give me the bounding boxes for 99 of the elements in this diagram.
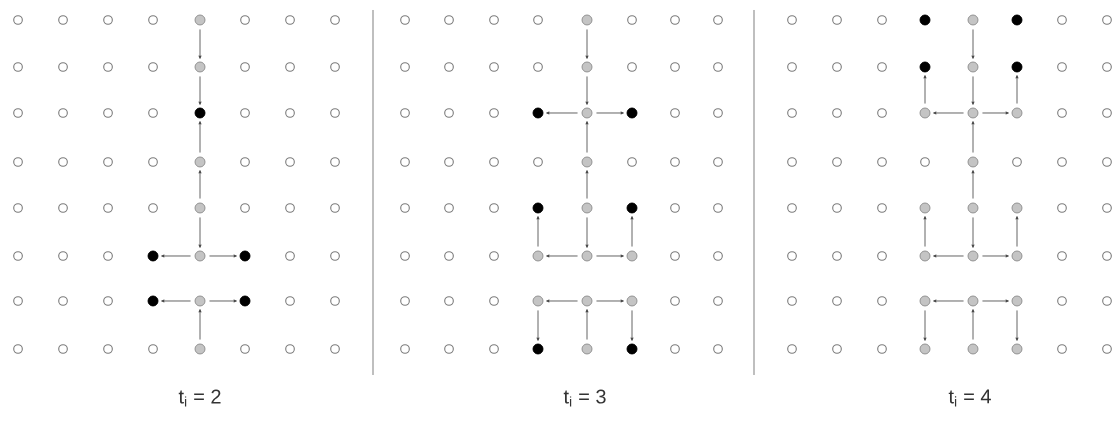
lattice-point: [1011, 61, 1023, 73]
arrow: [585, 217, 589, 248]
arrow: [585, 309, 589, 340]
lattice-point: [967, 14, 979, 26]
lattice-point: [194, 343, 206, 355]
arrow: [971, 29, 975, 59]
arrow: [198, 121, 202, 153]
arrow: [596, 254, 624, 258]
arrow: [971, 309, 975, 340]
arrow: [198, 29, 202, 59]
arrow: [209, 254, 237, 258]
panel-label: t$_{i}$ = 3: [563, 389, 606, 407]
arrow: [971, 170, 975, 199]
arrow: [1015, 75, 1019, 104]
arrow: [585, 29, 589, 59]
arrow: [971, 121, 975, 153]
lattice-point: [1011, 202, 1023, 214]
arrow: [161, 254, 191, 258]
lattice-point: [194, 14, 206, 26]
lattice-point: [967, 202, 979, 214]
arrow: [596, 111, 624, 115]
lattice-point: [919, 295, 931, 307]
lattice-point: [1011, 107, 1023, 119]
lattice-point: [239, 295, 251, 307]
arrow: [546, 254, 578, 258]
lattice-point: [919, 107, 931, 119]
lattice-point: [194, 250, 206, 262]
lattice-point: [1011, 343, 1023, 355]
panel-label: t$_{i}$ = 2: [178, 389, 221, 407]
arrow: [1015, 310, 1019, 341]
lattice-point: [919, 14, 931, 26]
arrow: [971, 217, 975, 248]
lattice-point: [626, 295, 638, 307]
arrow: [209, 299, 237, 303]
lattice-point: [967, 156, 979, 168]
lattice-point: [919, 343, 931, 355]
arrow: [923, 75, 927, 104]
lattice-point: [194, 107, 206, 119]
arrow: [161, 299, 191, 303]
lattice-point: [581, 14, 593, 26]
arrow: [982, 299, 1009, 303]
lattice-point: [581, 343, 593, 355]
lattice-point: [581, 295, 593, 307]
arrow: [198, 76, 202, 105]
arrow: [933, 111, 964, 115]
lattice-point: [967, 107, 979, 119]
lattice-point: [194, 202, 206, 214]
arrow: [585, 76, 589, 105]
arrow: [1015, 216, 1019, 247]
lattice-point: [919, 202, 931, 214]
lattice-point: [194, 61, 206, 73]
lattice-point: [581, 107, 593, 119]
arrow: [198, 217, 202, 248]
lattice-point: [1011, 14, 1023, 26]
lattice-point: [532, 295, 544, 307]
arrow: [198, 170, 202, 199]
arrow: [923, 310, 927, 341]
lattice-point: [626, 202, 638, 214]
lattice-point: [532, 250, 544, 262]
lattice-point: [194, 156, 206, 168]
arrow: [923, 216, 927, 247]
lattice-point: [967, 250, 979, 262]
lattice-point: [1011, 295, 1023, 307]
panel-label: t$_{i}$ = 4: [948, 389, 991, 407]
lattice-point: [147, 295, 159, 307]
lattice-point: [967, 61, 979, 73]
lattice-point: [194, 295, 206, 307]
arrow: [546, 299, 578, 303]
lattice-point: [626, 250, 638, 262]
lattice-point: [147, 250, 159, 262]
arrow: [933, 299, 964, 303]
lattice-point: [532, 107, 544, 119]
arrow: [630, 310, 634, 341]
arrow: [933, 254, 964, 258]
arrow: [536, 310, 540, 341]
lattice-point: [239, 250, 251, 262]
arrow: [982, 254, 1009, 258]
lattice-point: [626, 343, 638, 355]
arrow: [546, 111, 578, 115]
lattice-point: [919, 250, 931, 262]
lattice-point: [532, 343, 544, 355]
arrow: [585, 121, 589, 153]
lattice-point: [967, 295, 979, 307]
lattice-point: [581, 156, 593, 168]
lattice-point: [532, 202, 544, 214]
lattice-point: [581, 202, 593, 214]
lattice-point: [967, 343, 979, 355]
lattice-point: [919, 61, 931, 73]
arrow: [585, 170, 589, 199]
arrow: [630, 216, 634, 247]
lattice-point: [1011, 250, 1023, 262]
lattice-point: [581, 61, 593, 73]
arrow: [596, 299, 624, 303]
arrow: [971, 76, 975, 105]
lattice-point: [626, 107, 638, 119]
arrow: [982, 111, 1009, 115]
lattice-point: [581, 250, 593, 262]
arrow: [198, 309, 202, 340]
arrow: [536, 216, 540, 247]
